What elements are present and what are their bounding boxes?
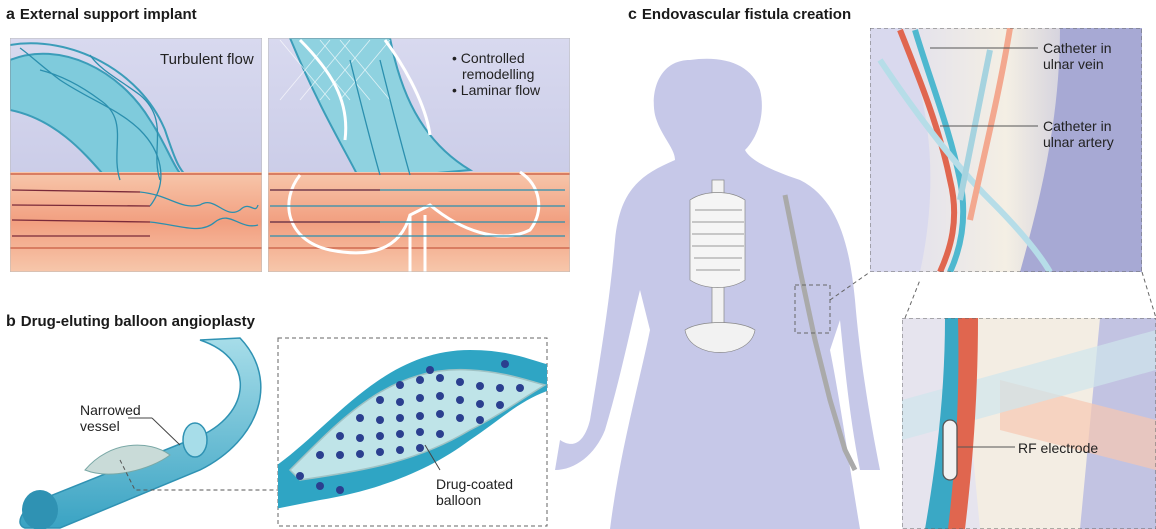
catheter-vein-label: Catheter in ulnar vein [1043, 40, 1111, 72]
panel-b-vessel-illustration [20, 338, 280, 529]
rf-electrode-label: RF electrode [1018, 440, 1098, 456]
controlled-remodelling-label-line2: remodelling [452, 66, 540, 82]
laminar-flow-label: • Laminar flow [452, 82, 540, 98]
panel-a-turbulent-illustration [10, 38, 262, 272]
turbulent-flow-label: Turbulent flow [160, 52, 254, 68]
narrowed-vessel-label: Narrowed vessel [80, 402, 141, 434]
controlled-remodelling-label: • Controlled [452, 50, 540, 66]
laminar-bullets: • Controlled remodelling • Laminar flow [452, 50, 540, 98]
panel-c-electrode-zoom-illustration [902, 318, 1156, 529]
catheter-artery-label: Catheter in ulnar artery [1043, 118, 1114, 150]
drug-coated-balloon-label: Drug-coated balloon [436, 476, 513, 508]
